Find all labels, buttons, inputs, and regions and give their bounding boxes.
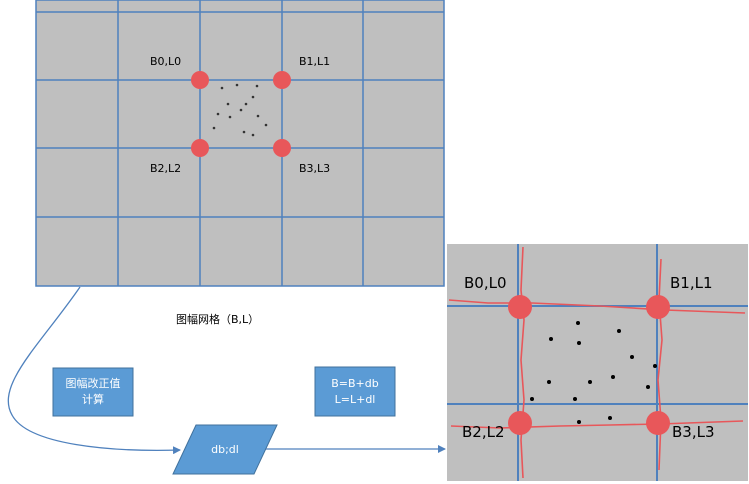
right-grid-map: B0,L0 B1,L1 B2,L2 B3,L3 [447, 244, 748, 481]
left-label-b2: B2,L2 [150, 162, 181, 175]
left-grid-lines [36, 0, 444, 286]
left-corner-b3 [273, 139, 291, 157]
grid-caption: 图幅网格（B,L） [176, 312, 259, 326]
correction-calc-box: 图幅改正值 计算 [52, 367, 134, 417]
left-grid-background [35, 0, 445, 287]
correction-box-line1: 图幅改正值 [66, 376, 121, 390]
right-interior-points [530, 321, 657, 424]
formula-box-line2: L=L+dl [335, 393, 376, 406]
right-grid-background [447, 244, 748, 481]
left-label-b1: B1,L1 [299, 55, 330, 68]
output-parallelogram: db;dl [172, 424, 278, 475]
correction-box-line2: 计算 [82, 392, 104, 406]
curve-connector [7, 286, 181, 455]
right-corner-b0 [508, 295, 532, 319]
parallelogram-label: db;dl [211, 443, 239, 456]
right-label-b3: B3,L3 [672, 423, 715, 441]
formula-box-line1: B=B+db [331, 377, 379, 390]
left-corner-b1 [273, 71, 291, 89]
left-label-b0: B0,L0 [150, 55, 181, 68]
left-corner-dots [191, 71, 291, 157]
right-corner-b1 [646, 295, 670, 319]
right-corner-b3 [646, 411, 670, 435]
left-grid-map: B0,L0 B1,L1 B2,L2 B3,L3 [35, 0, 445, 287]
left-label-b3: B3,L3 [299, 162, 330, 175]
formula-box: B=B+db L=L+dl [314, 366, 396, 417]
left-corner-b0 [191, 71, 209, 89]
right-label-b1: B1,L1 [670, 274, 713, 292]
right-corner-b2 [508, 411, 532, 435]
right-label-b0: B0,L0 [464, 274, 507, 292]
right-label-b2: B2,L2 [462, 423, 505, 441]
left-interior-points [212, 83, 268, 137]
right-corner-dots [508, 295, 670, 435]
left-corner-b2 [191, 139, 209, 157]
